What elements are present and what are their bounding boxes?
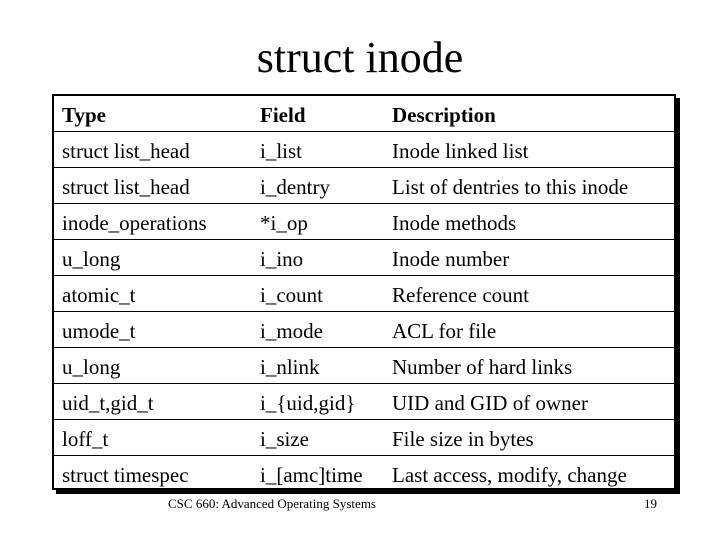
page-number: 19	[644, 496, 657, 511]
header-description: Description	[392, 103, 496, 127]
field-cell: *i_op	[260, 211, 308, 235]
field-cell: i_count	[260, 283, 323, 307]
field-cell: i_mode	[260, 319, 323, 343]
type-cell: u_long	[62, 355, 121, 379]
type-cell: inode_operations	[62, 211, 207, 235]
field-cell: i_size	[260, 427, 309, 451]
description-cell: List of dentries to this inode	[392, 175, 629, 199]
table-row: struct list_head i_list Inode linked lis…	[54, 132, 674, 168]
header-field: Field	[260, 103, 306, 127]
table-row: uid_t,gid_t i_{uid,gid} UID and GID of o…	[54, 384, 674, 420]
table-row: u_long i_nlink Number of hard links	[54, 348, 674, 384]
type-cell: u_long	[62, 247, 121, 271]
inode-fields-table: Type Field Description struct list_head …	[52, 94, 676, 490]
type-cell: struct list_head	[62, 139, 190, 163]
field-cell: i_{uid,gid}	[260, 391, 356, 415]
type-cell: loff_t	[62, 427, 109, 451]
description-cell: Inode linked list	[392, 139, 529, 163]
header-type: Type	[62, 103, 106, 127]
field-cell: i_ino	[260, 247, 304, 271]
table-row: umode_t i_mode ACL for file	[54, 312, 674, 348]
description-cell: Inode methods	[392, 211, 517, 235]
description-cell: UID and GID of owner	[392, 391, 588, 415]
table-row: loff_t i_size File size in bytes	[54, 420, 674, 456]
description-cell: Inode number	[392, 247, 510, 271]
description-cell: Number of hard links	[392, 355, 573, 379]
table-row: atomic_t i_count Reference count	[54, 276, 674, 312]
type-cell: struct list_head	[62, 175, 190, 199]
field-cell: i_dentry	[260, 175, 330, 199]
slide-footer: CSC 660: Advanced Operating Systems	[168, 496, 376, 511]
description-cell: Last access, modify, change	[392, 463, 627, 487]
slide-title: struct inode	[256, 33, 464, 82]
table-row: struct timespec i_[amc]time Last access,…	[54, 456, 674, 492]
table-header-row: Type Field Description	[54, 96, 674, 132]
description-cell: File size in bytes	[392, 427, 534, 451]
type-cell: umode_t	[62, 319, 136, 343]
description-cell: Reference count	[392, 283, 530, 307]
type-cell: atomic_t	[62, 283, 136, 307]
table-row: inode_operations *i_op Inode methods	[54, 204, 674, 240]
field-cell: i_[amc]time	[260, 463, 363, 487]
type-cell: uid_t,gid_t	[62, 391, 154, 415]
description-cell: ACL for file	[392, 319, 497, 343]
type-cell: struct timespec	[62, 463, 189, 487]
field-cell: i_nlink	[260, 355, 320, 379]
table-row: struct list_head i_dentry List of dentri…	[54, 168, 674, 204]
field-cell: i_list	[260, 139, 303, 163]
table-row: u_long i_ino Inode number	[54, 240, 674, 276]
